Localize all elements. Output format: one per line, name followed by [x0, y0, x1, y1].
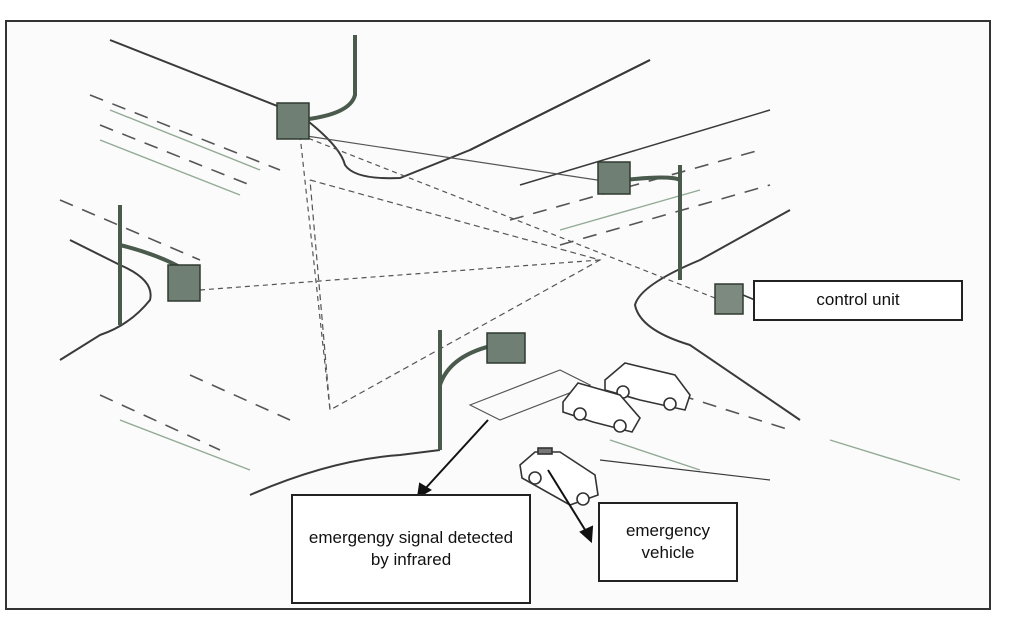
pole-top	[299, 35, 357, 122]
zone-line-4	[199, 259, 601, 291]
parked-car-2	[562, 382, 641, 433]
arrow-vehicle-line	[547, 469, 588, 534]
arrow-vehicle-head	[579, 525, 594, 544]
zone-line-3	[299, 134, 331, 411]
zone-line-1	[299, 134, 631, 186]
faint-line-5	[609, 439, 701, 471]
signal-head-bottom	[486, 332, 526, 364]
road-edge-bottom-right	[599, 459, 771, 481]
signal-head-right	[597, 161, 631, 195]
lane-dash-2	[99, 124, 251, 186]
faint-line-3	[119, 419, 251, 471]
signal-head-left	[167, 264, 201, 302]
faint-line-6	[829, 439, 961, 481]
emergency-vehicle-label: emergency vehicle	[598, 502, 738, 582]
control-unit-label-text: control unit	[816, 290, 900, 310]
arrow-signal-head	[416, 482, 432, 499]
pole-right-arm	[624, 175, 681, 182]
control-unit-label: control unit	[753, 280, 963, 321]
road-edge-left-upper	[59, 239, 152, 361]
road-edge-right-curb	[633, 209, 801, 421]
faint-line-4	[559, 189, 701, 231]
road-edge-top-left	[109, 39, 651, 180]
lane-dash-8	[99, 394, 221, 451]
faint-line-1	[109, 109, 261, 171]
lane-dash-3	[59, 199, 201, 261]
lane-dash-1	[89, 94, 281, 171]
signal-head-top	[276, 102, 310, 140]
zone-line-2	[299, 134, 721, 301]
zone-line-5	[468, 369, 592, 421]
road-edge-right-upper	[519, 109, 771, 186]
road-edge-top-right	[469, 59, 651, 151]
faint-line-2	[99, 139, 241, 196]
emergency-vehicle-label-text: emergency vehicle	[625, 520, 711, 562]
control-unit-box	[714, 283, 756, 315]
lane-dash-5	[559, 184, 771, 246]
emergency-vehicle-drawing	[519, 447, 599, 506]
road-edge-bottom	[249, 449, 441, 496]
emergency-signal-label: emergengy signal detected by infrared	[291, 494, 531, 604]
lane-dash-6	[679, 394, 791, 431]
arrow-signal-line	[423, 419, 489, 491]
lane-dash-7	[189, 374, 291, 421]
emergency-signal-label-text: emergengy signal detected by infrared	[308, 527, 514, 569]
lane-dash-4	[509, 149, 761, 221]
detection-zone	[309, 179, 602, 411]
